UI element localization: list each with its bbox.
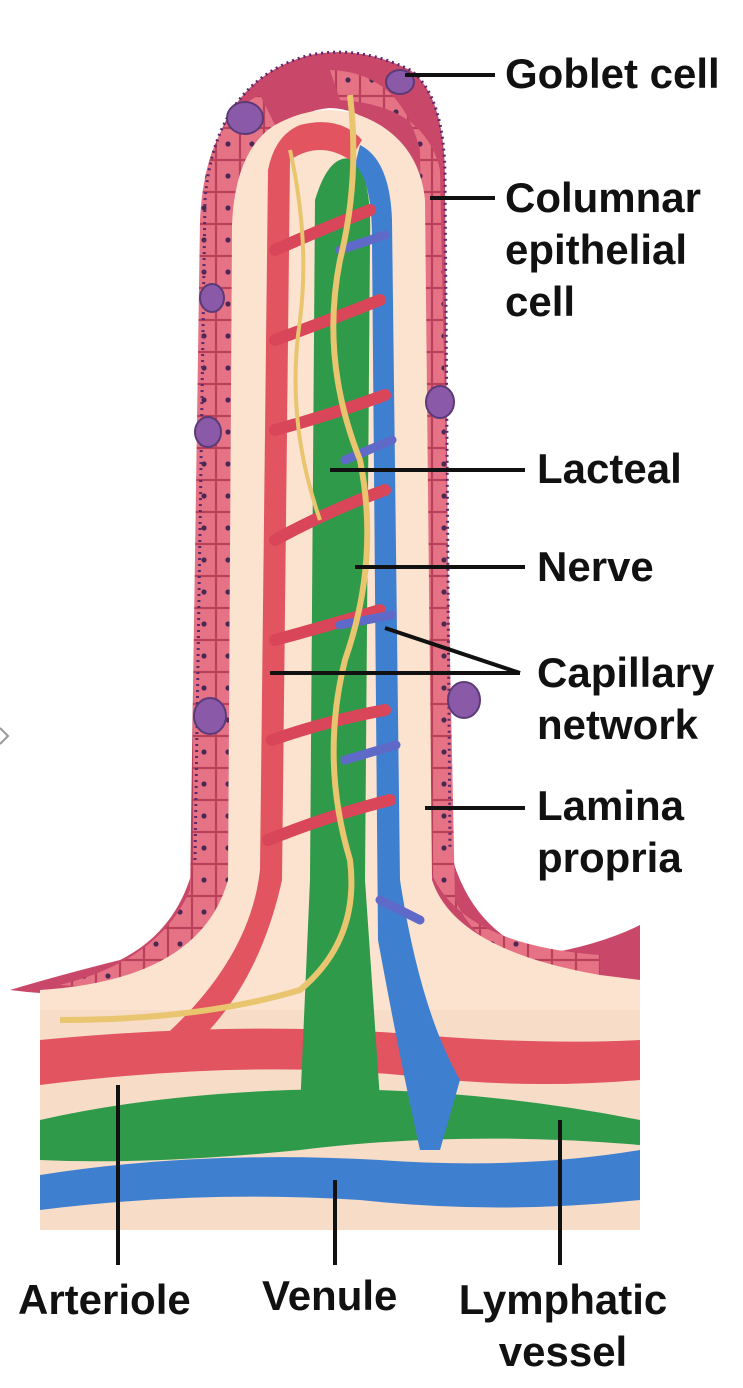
label-lymphatic-vessel: Lymphatic vessel	[458, 1276, 668, 1375]
goblet-cell	[199, 283, 225, 313]
edge-arrow-icon	[0, 727, 10, 745]
label-nerve: Nerve	[537, 543, 654, 590]
goblet-cell	[226, 101, 264, 135]
capillary-network-venous	[335, 230, 425, 925]
columnar-cells-left	[60, 95, 275, 988]
nerve-fiber-secondary	[288, 149, 322, 521]
label-columnar-epithelial-cell: Columnar epithelial cell	[505, 174, 702, 325]
nerve-fiber	[59, 94, 371, 1023]
label-venule: Venule	[262, 1272, 398, 1319]
label-lamina-propria: Lamina propria	[537, 782, 685, 881]
lymphatic-base	[40, 1089, 640, 1162]
label-lacteal: Lacteal	[537, 445, 682, 492]
goblet-cell	[447, 681, 481, 719]
leader-capillary-b	[384, 626, 521, 675]
leader-lines	[116, 73, 562, 1265]
label-arteriole: Arteriole	[18, 1276, 191, 1323]
label-goblet-cell: Goblet cell	[505, 50, 720, 97]
goblet-cell	[425, 385, 455, 419]
goblet-cell	[194, 416, 222, 448]
label-capillary-network: Capillary network	[537, 649, 715, 748]
goblet-cell	[193, 697, 227, 735]
microvilli-fringe	[193, 50, 452, 861]
capillary-network-links	[262, 204, 396, 846]
venule-vessel	[40, 1150, 640, 1210]
lacteal-vessel	[300, 158, 380, 1110]
